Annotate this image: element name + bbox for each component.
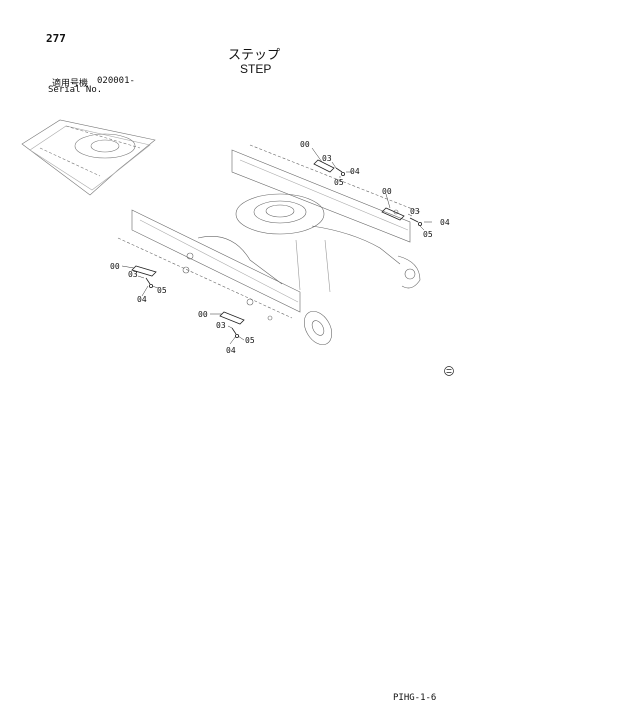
callout-g2-00: 00: [382, 187, 392, 196]
callout-g2-05: 05: [423, 230, 433, 239]
undercarriage-frame-drawing: [117, 144, 421, 346]
callout-g1-04: 04: [350, 167, 360, 176]
footer-code: PIHG-1-6: [393, 693, 437, 703]
step-part-g1: [313, 159, 345, 176]
callout-g4-05: 05: [245, 336, 255, 345]
callout-g1-03: 03: [322, 154, 332, 163]
step-part-g4: [219, 311, 245, 338]
callout-g2-04: 04: [440, 218, 450, 227]
callout-g4-00: 00: [198, 310, 208, 319]
callout-g2-03: 03: [410, 207, 420, 216]
page-number: 277: [46, 32, 66, 45]
callout-g3-05: 05: [157, 286, 167, 295]
callout-g3-00: 00: [110, 262, 120, 271]
step-part-g2: [381, 207, 422, 226]
serial-number-value: 020001-: [97, 76, 135, 86]
title-english: STEP: [240, 62, 272, 76]
callout-g3-03: 03: [128, 270, 138, 279]
title-japanese: ステップ: [228, 48, 281, 63]
circled-mark-icon: [444, 366, 454, 376]
callout-g1-05: 05: [334, 178, 344, 187]
serial-label-english: Serial No.: [48, 85, 103, 95]
callout-g4-04: 04: [226, 346, 236, 355]
callout-g4-03: 03: [216, 321, 226, 330]
callout-g3-04: 04: [137, 295, 147, 304]
leader-lines: [121, 147, 432, 345]
callout-g1-00: 00: [300, 140, 310, 149]
serial-label-japanese: 適用号機: [52, 79, 89, 89]
track-inset-drawing: [21, 119, 156, 196]
